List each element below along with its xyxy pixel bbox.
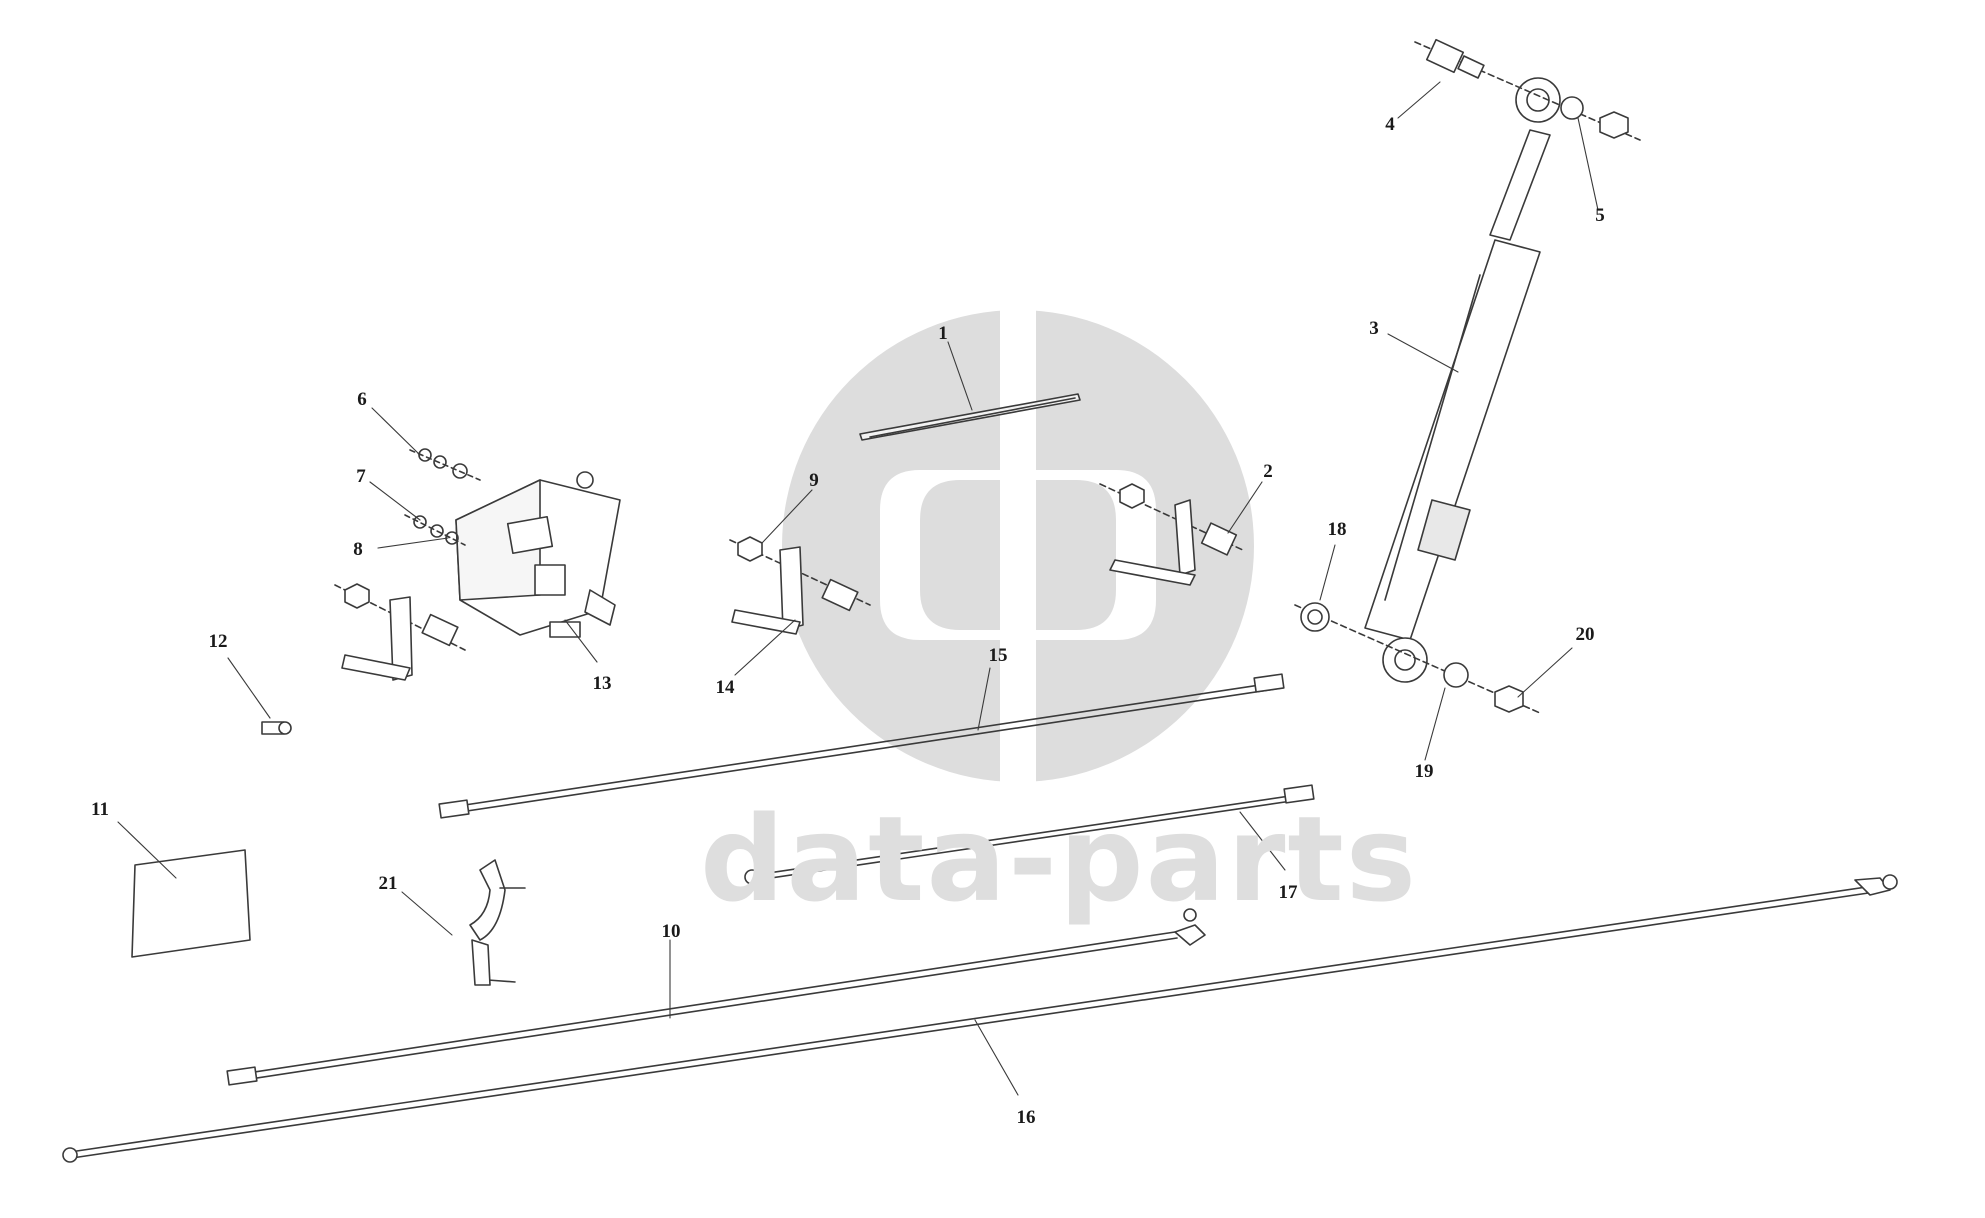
callout-leader-lines (117, 81, 1599, 1096)
part-2-bracket-assembly (1099, 483, 1246, 586)
callout-11: 11 (91, 799, 109, 820)
callout-4: 4 (1385, 114, 1395, 135)
callout-10: 10 (661, 921, 681, 942)
callout-13: 13 (592, 673, 612, 694)
callout-5: 5 (1595, 205, 1605, 226)
callout-16: 16 (1016, 1107, 1036, 1128)
watermark-brand-text: data-parts (700, 790, 1419, 928)
part-3-cylinder (1364, 77, 1561, 683)
part-13-control-box (404, 448, 621, 638)
part-10-hose (226, 908, 1206, 1086)
part-12-fitting (261, 721, 292, 735)
callout-12: 12 (208, 631, 228, 652)
callout-8: 8 (353, 539, 363, 560)
part-1-rod (859, 393, 1081, 441)
part-4-5-top-fasteners (1414, 38, 1641, 141)
callout-20: 20 (1575, 624, 1595, 645)
callout-7: 7 (356, 466, 366, 487)
callout-17: 17 (1278, 882, 1298, 903)
callout-18: 18 (1327, 519, 1347, 540)
part-11-plate (131, 849, 251, 958)
callout-19: 19 (1414, 761, 1434, 782)
part-14-bracket-assembly (729, 536, 871, 635)
callout-21: 21 (378, 873, 398, 894)
part-21-clamp (469, 859, 526, 986)
part-17-hose (744, 784, 1315, 885)
callout-2: 2 (1263, 461, 1273, 482)
callout-1: 1 (938, 323, 948, 344)
callout-15: 15 (988, 645, 1008, 666)
part-15-hose (438, 673, 1285, 819)
callout-9: 9 (809, 470, 819, 491)
callout-14: 14 (715, 677, 735, 698)
part-18-19-20-bottom-fasteners (1294, 602, 1541, 714)
callout-6: 6 (357, 389, 367, 410)
left-bracket-assembly (334, 583, 466, 681)
callout-3: 3 (1369, 318, 1379, 339)
